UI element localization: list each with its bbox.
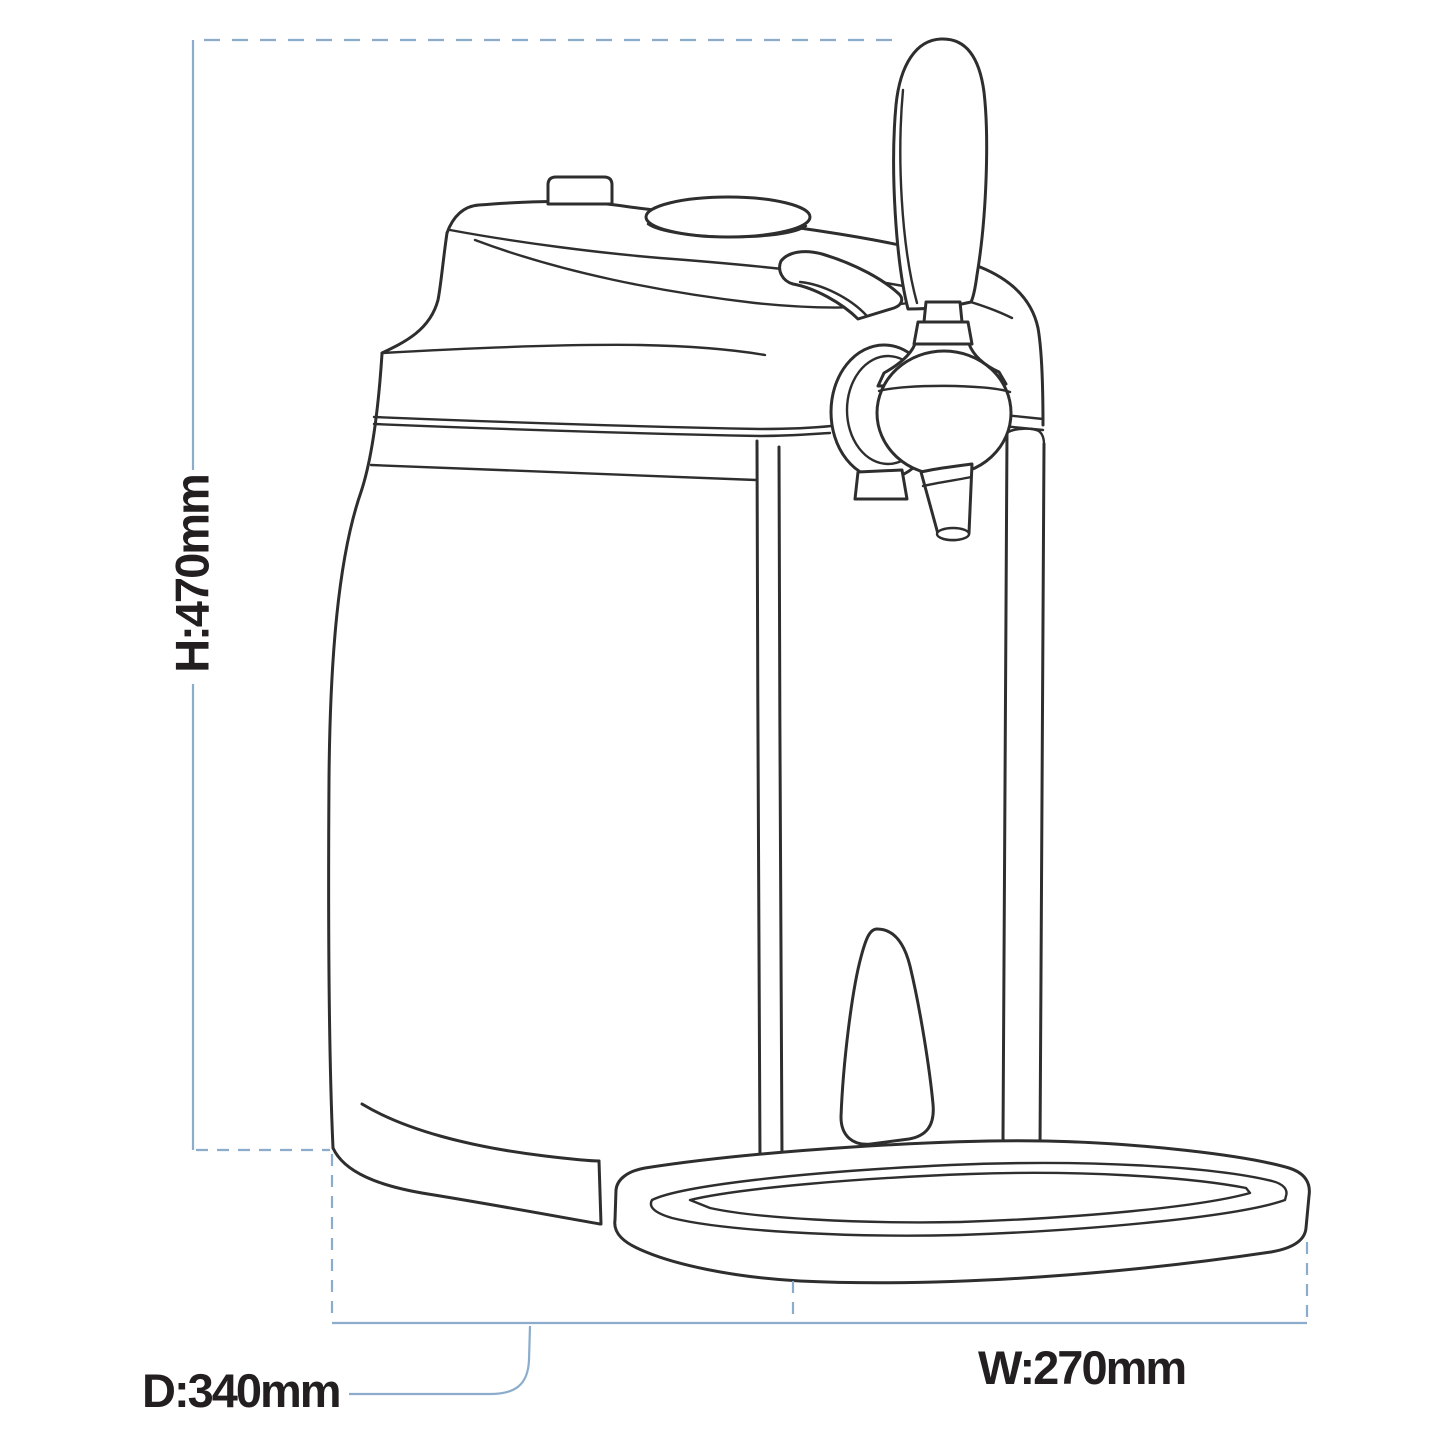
drip-tray-outline: [613, 1139, 1311, 1285]
drip-tray: [613, 1139, 1311, 1285]
spout-tip: [935, 526, 971, 542]
body-left-edge: [327, 352, 384, 1150]
front-corner-edge-1: [755, 439, 762, 1163]
seam-band-line-1: [372, 415, 833, 431]
tap-assembly: [829, 37, 1013, 542]
handle-collar-base: [912, 320, 974, 346]
ball-highlight-line: [877, 384, 1012, 394]
head-left-edge: [380, 231, 449, 355]
front-corner-edge-2: [777, 445, 784, 1160]
front-panel-top-edge: [369, 463, 758, 482]
drip-tray-surface: [688, 1171, 1252, 1224]
right-edge-inner: [1001, 431, 1024, 1155]
top-button: [546, 175, 614, 206]
right-edge-cap: [1005, 427, 1046, 446]
dimension-lines: [191, 38, 1309, 1396]
top-lid-rim: [646, 222, 808, 239]
tap-handle: [892, 37, 989, 311]
grip-recess: [778, 250, 904, 321]
handle-connector: [922, 300, 964, 324]
base-foot-top: [360, 1102, 601, 1163]
height-dimension-label: H:470mm: [165, 475, 219, 673]
dispenser-head: [380, 175, 1045, 427]
teardrop-cutout: [839, 927, 935, 1146]
drip-tray-rim: [649, 1161, 1288, 1237]
head-top-edge: [445, 200, 1045, 427]
depth-leader-line: [349, 1325, 532, 1396]
body-top-seam: [380, 343, 767, 357]
spout-ring: [921, 475, 973, 488]
base-foot-bottom: [331, 1146, 602, 1226]
collar-bracket-tab: [853, 468, 909, 501]
grip-inner-line: [798, 280, 868, 317]
base-foot-end: [597, 1159, 603, 1226]
depth-dimension-label: D:340mm: [142, 1364, 342, 1417]
width-dimension-label: W:270mm: [978, 1341, 1187, 1394]
seam-band-line-2: [372, 422, 832, 438]
handle-contour-line: [899, 88, 919, 305]
right-edge-outer: [1038, 442, 1046, 1152]
faucet-ball: [875, 349, 1013, 477]
